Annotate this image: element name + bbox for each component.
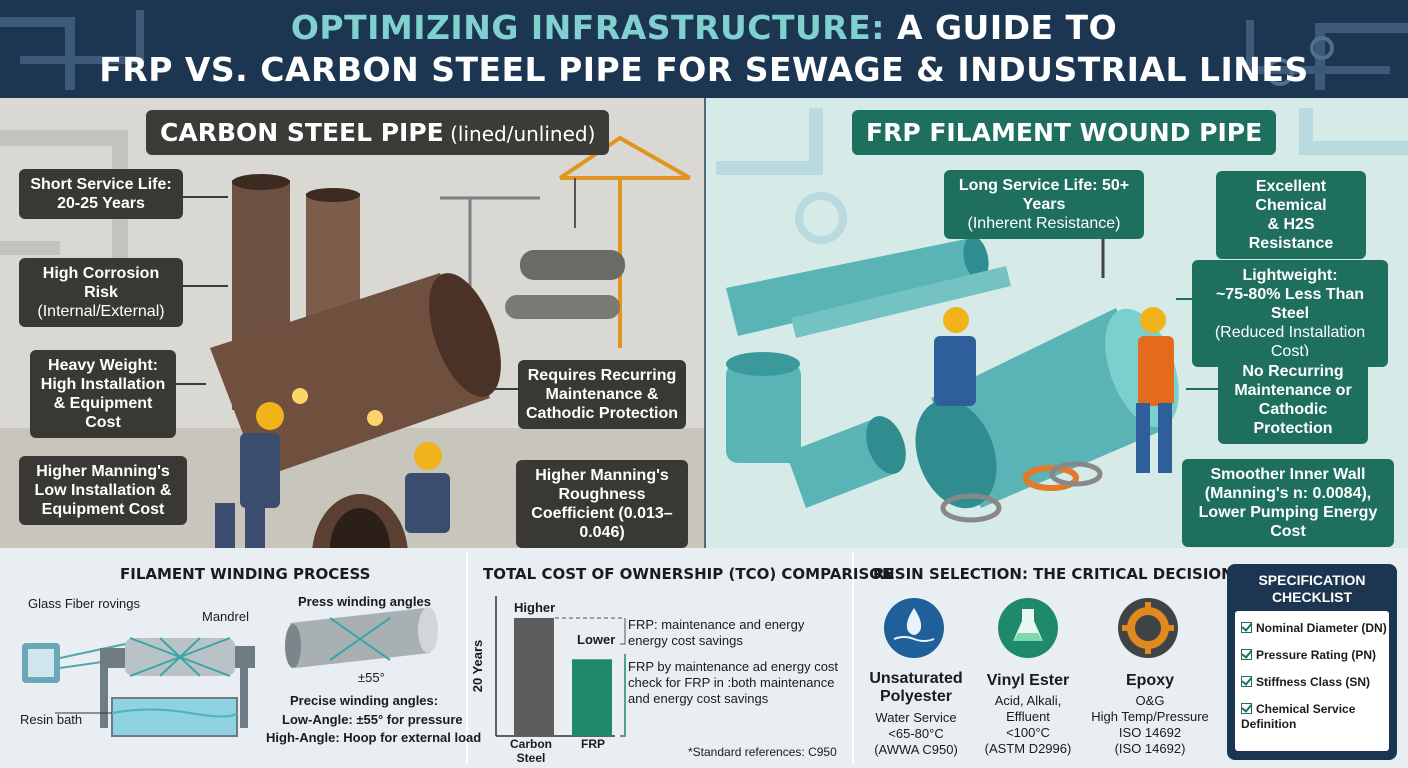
tco-chart: 20 Years xyxy=(470,596,626,737)
header-banner: OPTIMIZING INFRASTRUCTURE: A GUIDE TO FR… xyxy=(0,0,1408,98)
callout-chemical-resistance: Excellent Chemical& H2S Resistance xyxy=(1216,171,1366,259)
panel-divider xyxy=(704,98,707,548)
carbon-steel-title: CARBON STEEL PIPE (lined/unlined) xyxy=(146,110,610,155)
callout-short-service-life: Short Service Life:20-25 Years xyxy=(19,169,183,219)
carbon-steel-panel: CARBON STEEL PIPE (lined/unlined) Short … xyxy=(0,98,706,548)
category-frp: FRP xyxy=(581,737,605,751)
low-angle-text: Low-Angle: ±55° for pressure xyxy=(282,712,463,727)
higher-label: Higher xyxy=(514,600,556,615)
frp-panel: FRP FILAMENT WOUND PIPE Long Service Lif… xyxy=(706,98,1408,548)
checkbox-icon xyxy=(1241,676,1252,687)
press-angles-title: Press winding angles xyxy=(298,594,431,609)
leader-line xyxy=(1186,388,1218,390)
high-angle-text: High-Angle: Hoop for external load xyxy=(266,730,482,745)
resin-polyester-name: Unsaturated Polyester xyxy=(869,670,963,705)
callout-corrosion-risk: High Corrosion Risk(Internal/External) xyxy=(19,258,183,327)
section-divider xyxy=(466,552,468,764)
section-divider xyxy=(852,552,854,764)
winding-title: FILAMENT WINDING PROCESS xyxy=(120,565,371,583)
y-axis-label: 20 Years xyxy=(470,640,485,693)
callout-heavy-weight: Heavy Weight:High Installation & Equipme… xyxy=(30,350,176,438)
glass-fiber-label: Glass Fiber rovings xyxy=(28,596,140,611)
checkbox-icon xyxy=(1241,649,1252,660)
page-title: OPTIMIZING INFRASTRUCTURE: A GUIDE TO xyxy=(290,8,1118,47)
resin-polyester-desc: Water Service<65-80°C(AWWA C950) xyxy=(874,710,958,757)
checklist-item: Chemical Service Definition xyxy=(1241,702,1356,731)
leader-line xyxy=(1176,298,1192,300)
tco-note-1: FRP: maintenance and energy energy cost … xyxy=(628,617,805,648)
resin-vinyl-ester-desc: Acid, Alkali,Effluent<100°C(ASTM D2996) xyxy=(984,693,1072,756)
leader-line xyxy=(176,383,206,385)
page-subtitle: FRP VS. CARBON STEEL PIPE FOR SEWAGE & I… xyxy=(99,50,1309,89)
winding-diagram xyxy=(22,607,438,737)
checklist-item: Nominal Diameter (DN) xyxy=(1241,621,1387,635)
tco-title: TOTAL COST OF OWNERSHIP (TCO) COMPARISON xyxy=(483,565,895,583)
leader-line xyxy=(183,285,228,287)
callout-long-service-life: Long Service Life: 50+ Years(Inherent Re… xyxy=(944,170,1144,239)
frp-illustration xyxy=(716,108,1408,523)
checklist-item: Stiffness Class (SN) xyxy=(1241,675,1370,689)
lower-label: Lower xyxy=(577,632,616,647)
frp-title: FRP FILAMENT WOUND PIPE xyxy=(852,110,1277,155)
leader-line xyxy=(480,388,518,390)
tco-note-2: FRP by maintenance ad energy cost check … xyxy=(628,659,839,706)
mandrel-label: Mandrel xyxy=(202,609,249,624)
gear-icon xyxy=(1118,598,1178,658)
resin-epoxy-name: Epoxy xyxy=(1125,672,1174,689)
tco-reference: *Standard references: C950 xyxy=(688,745,837,759)
pipe-decoration xyxy=(0,10,1408,90)
tco-bar-frp xyxy=(572,659,612,736)
angle-value: ±55° xyxy=(358,670,385,685)
bracket-2 xyxy=(620,654,626,737)
checkbox-icon xyxy=(1241,622,1252,633)
checklist-paper: Nominal Diameter (DN) Pressure Rating (P… xyxy=(1235,611,1389,751)
resin-icons xyxy=(884,598,1178,658)
resin-bath-label: Resin bath xyxy=(20,712,83,727)
specification-checklist: SPECIFICATION CHECKLIST Nominal Diameter… xyxy=(1227,564,1397,760)
checklist-item: Pressure Rating (PN) xyxy=(1241,648,1376,662)
callout-smoother-inner-wall: Smoother Inner Wall(Manning's n: 0.0084)… xyxy=(1182,459,1394,547)
checkbox-icon xyxy=(1241,703,1252,714)
checklist-title: SPECIFICATION CHECKLIST xyxy=(1258,572,1366,605)
leader-line xyxy=(183,196,228,198)
resin-title: RESIN SELECTION: THE CRITICAL DECISION xyxy=(873,565,1234,583)
tco-bar-carbon-steel xyxy=(514,618,554,736)
resin-vinyl-ester-name: Vinyl Ester xyxy=(986,672,1070,689)
bracket-1 xyxy=(620,618,626,645)
water-drop-icon xyxy=(884,598,944,658)
flask-icon xyxy=(998,598,1058,658)
category-carbon-steel: Carbon Steel xyxy=(510,737,552,765)
precise-angles-title: Precise winding angles: xyxy=(290,693,439,708)
callout-lightweight: Lightweight:~75-80% Less Than Steel(Redu… xyxy=(1192,260,1388,367)
